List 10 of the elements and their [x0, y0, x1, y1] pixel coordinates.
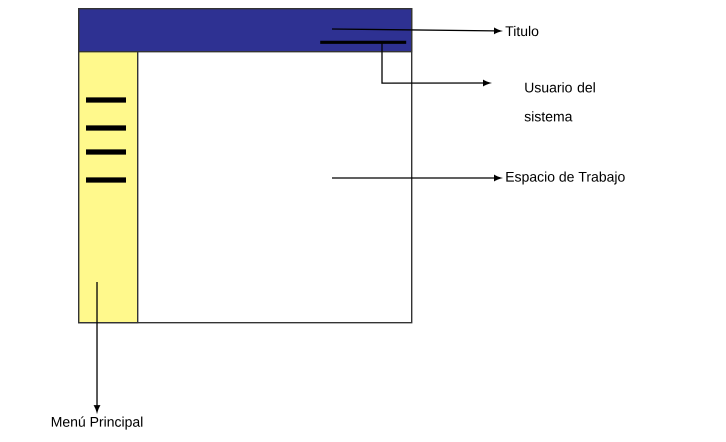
workspace-label: Espacio de Trabajo: [506, 171, 625, 184]
title-label: Titulo: [506, 26, 538, 36]
leader-line: [381, 42, 490, 86]
leader-line: [332, 175, 502, 181]
menu-panel: [78, 51, 138, 324]
leader-line: [332, 28, 502, 34]
leader-line: [94, 282, 100, 412]
user-label: Usuario del sistema: [524, 82, 595, 122]
title-bar: [78, 8, 412, 52]
menu-label: Menú Principal: [52, 416, 142, 430]
